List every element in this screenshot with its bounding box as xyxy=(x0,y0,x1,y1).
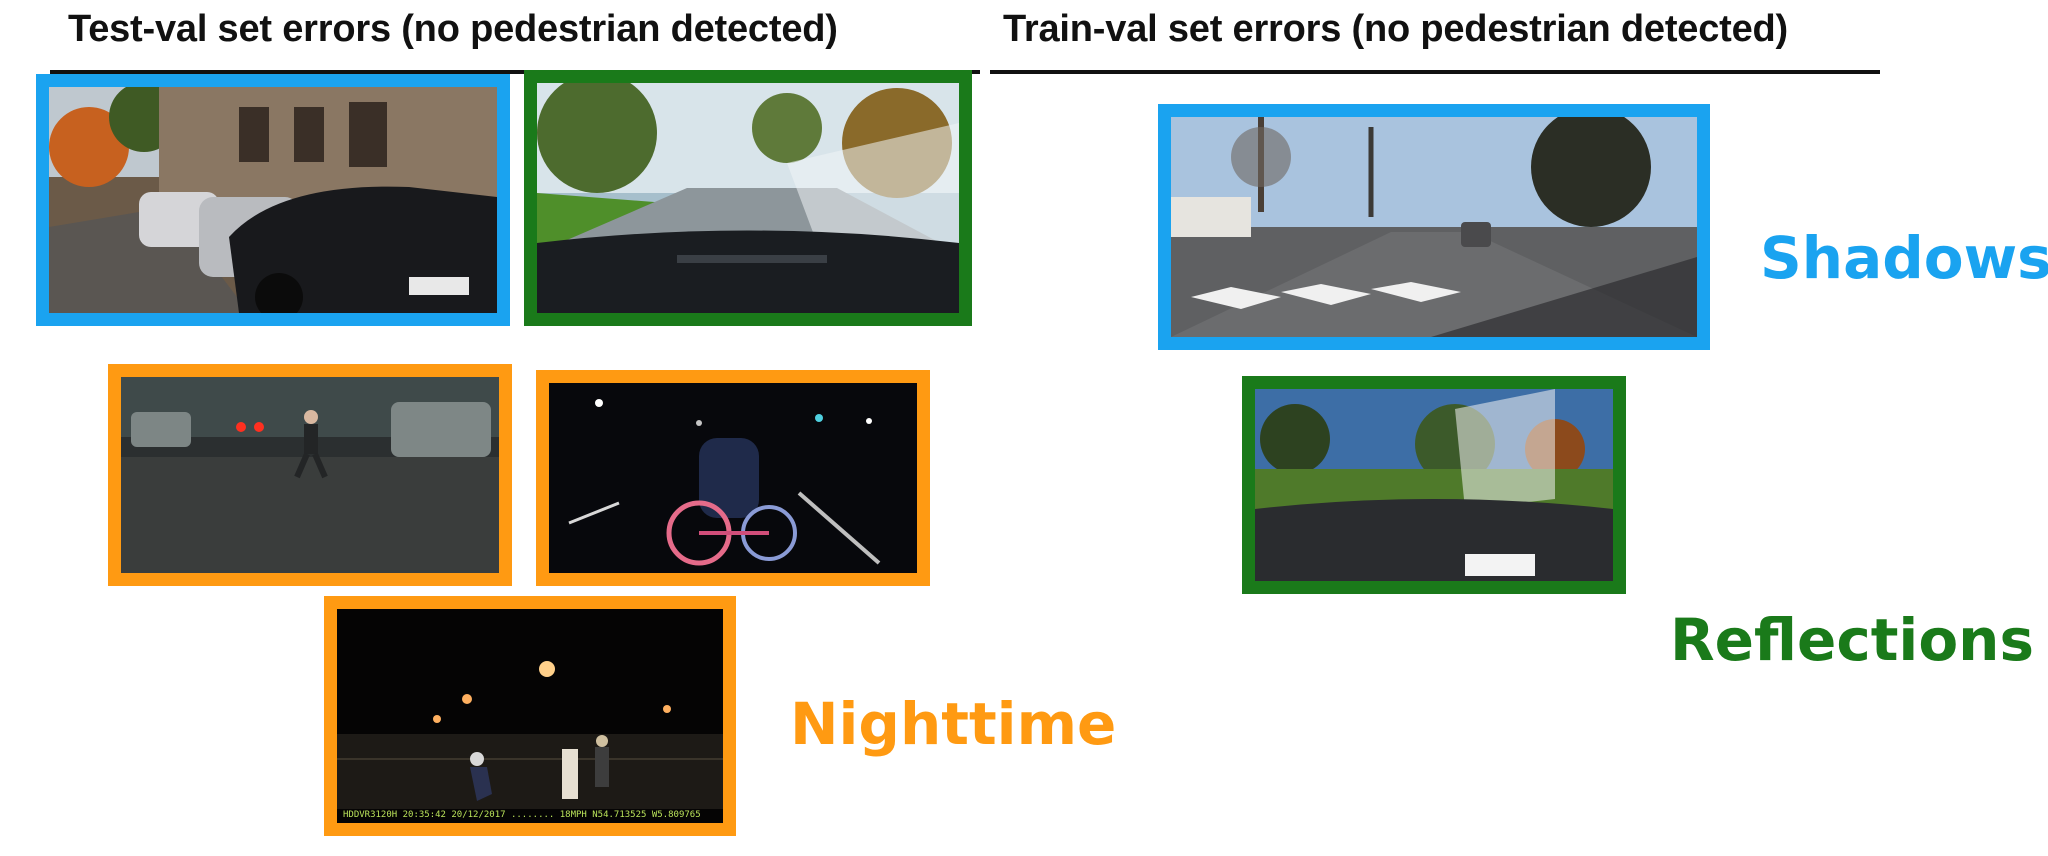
train-val-rule xyxy=(990,70,1880,74)
train-shadow-crosswalk-image xyxy=(1158,104,1710,350)
shadows-label: Shadows xyxy=(1760,224,2048,292)
test-night-dashcam-image: HDDVR3120H 20:35:42 20/12/2017 ........ … xyxy=(324,596,736,836)
test-val-heading: Test-val set errors (no pedestrian detec… xyxy=(68,8,838,50)
dashcam-overlay-text: HDDVR3120H 20:35:42 20/12/2017 ........ … xyxy=(343,810,701,820)
train-reflection-windshield-image xyxy=(1242,376,1626,594)
test-night-cyclist-image xyxy=(536,370,930,586)
test-shadow-street-image xyxy=(36,74,510,326)
test-night-pedestrian-image xyxy=(108,364,512,586)
test-val-rule xyxy=(50,70,980,74)
reflections-label: Reflections xyxy=(1670,606,2034,674)
train-val-heading: Train-val set errors (no pedestrian dete… xyxy=(1003,8,1789,50)
nighttime-label: Nighttime xyxy=(790,690,1117,758)
test-reflection-windshield-image xyxy=(524,70,972,326)
